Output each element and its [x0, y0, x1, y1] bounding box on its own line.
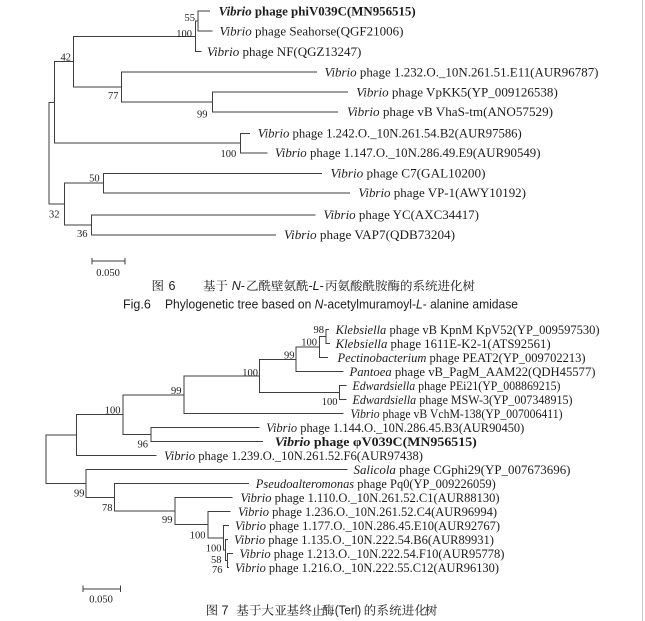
svg-text:Vibrio phage 1.213.O._10N.222.: Vibrio phage 1.213.O._10N.222.54.F10(AUR…: [240, 547, 505, 561]
svg-text:0.050: 0.050: [89, 595, 113, 606]
svg-text:Pseudoalteromonas phage Pq0(YP: Pseudoalteromonas phage Pq0(YP_009226059…: [255, 477, 496, 491]
svg-text:Salicola phage CGphi29(YP_0076: Salicola phage CGphi29(YP_007673696): [354, 463, 571, 477]
svg-text:Vibrio phage 1.232.O._10N.261.: Vibrio phage 1.232.O._10N.261.51.E11(AUR…: [325, 66, 599, 80]
svg-text:0.050: 0.050: [96, 268, 120, 279]
svg-text:Vibrio phage 1.216.O._10N.222.: Vibrio phage 1.216.O._10N.222.55.C12(AUR…: [235, 561, 499, 575]
svg-text:99: 99: [162, 515, 173, 526]
svg-text:100: 100: [242, 368, 258, 379]
svg-text:32: 32: [49, 210, 60, 221]
svg-text:Vibrio phage C7(GAL10200): Vibrio phage C7(GAL10200): [331, 167, 486, 181]
svg-text:(Terl): (Terl): [335, 603, 362, 617]
svg-text:96: 96: [138, 440, 149, 451]
svg-text:Vibrio phage YC(AXC34417): Vibrio phage YC(AXC34417): [324, 208, 480, 222]
svg-text:Vibrio phage VAP7(QDB73204): Vibrio phage VAP7(QDB73204): [284, 228, 455, 242]
svg-text:99: 99: [74, 489, 85, 500]
svg-text:Vibrio phage φV039C(MN956515): Vibrio phage φV039C(MN956515): [275, 435, 477, 449]
svg-text:Klebsiella phage 1611E-K2-1(AT: Klebsiella phage 1611E-K2-1(ATS92561): [335, 337, 551, 351]
svg-text:Edwardsiella phage MSW-3(YP_00: Edwardsiella phage MSW-3(YP_007348915): [352, 393, 573, 407]
svg-text:Vibrio phage 1.110.O._10N.261.: Vibrio phage 1.110.O._10N.261.52.C1(AUR8…: [241, 491, 500, 505]
svg-text:100: 100: [190, 531, 206, 542]
svg-text:Vibrio phage 1.177.O._10N.286.: Vibrio phage 1.177.O._10N.286.45.E10(AUR…: [235, 519, 500, 533]
svg-text:100: 100: [322, 397, 338, 408]
svg-text:36: 36: [77, 229, 88, 240]
svg-text:Vibrio phage vB VchM-138(YP_00: Vibrio phage vB VchM-138(YP_007006411): [351, 407, 563, 421]
svg-text:Vibrio phage vB VhaS-tm(ANO575: Vibrio phage vB VhaS-tm(ANO57529): [347, 105, 553, 119]
svg-text:58: 58: [211, 555, 222, 566]
svg-text:6: 6: [169, 279, 176, 293]
svg-text:55: 55: [185, 13, 196, 24]
svg-text:77: 77: [108, 91, 119, 102]
svg-text:-L-: -L-: [309, 279, 324, 293]
svg-text:Vibrio phage 1.147.O._10N.286.: Vibrio phage 1.147.O._10N.286.49.E9(AUR9…: [275, 146, 541, 160]
svg-text:Vibrio phage VpKK5(YP_00912653: Vibrio phage VpKK5(YP_009126538): [356, 85, 558, 99]
svg-text:99: 99: [197, 109, 208, 120]
svg-text:Vibrio phage Seahorse(QGF21006: Vibrio phage Seahorse(QGF21006): [220, 24, 404, 38]
svg-text:100: 100: [221, 149, 237, 160]
svg-text:100: 100: [105, 406, 121, 417]
svg-text:Edwardsiella phage PEi21(YP_00: Edwardsiella phage PEi21(YP_008869215): [352, 379, 561, 393]
svg-text:76: 76: [212, 565, 223, 576]
svg-text:Pectinobacterium phage PEAT2(Y: Pectinobacterium phage PEAT2(YP_00970221…: [336, 351, 585, 365]
svg-text:99: 99: [171, 386, 182, 397]
svg-text:100: 100: [301, 338, 317, 349]
svg-text:Vibrio phage NF(QGZ13247): Vibrio phage NF(QGZ13247): [207, 45, 361, 59]
svg-text:7: 7: [222, 603, 229, 617]
svg-text:N-: N-: [232, 279, 245, 293]
svg-text:50: 50: [89, 174, 100, 185]
svg-text:Vibrio phage 1.236.O._10N.261.: Vibrio phage 1.236.O._10N.261.52.C4(AUR9…: [238, 505, 497, 519]
svg-text:Vibrio phage phiV039C(MN956515: Vibrio phage phiV039C(MN956515): [219, 5, 416, 19]
svg-text:Vibrio phage 1.242.O._10N.261.: Vibrio phage 1.242.O._10N.261.54.B2(AUR9…: [258, 127, 522, 141]
svg-text:Klebsiella phage vB KpnM KpV52: Klebsiella phage vB KpnM KpV52(YP_009597…: [335, 323, 600, 337]
svg-text:98: 98: [314, 325, 325, 336]
svg-text:Phylogenetic tree based on N-a: Phylogenetic tree based on N-acetylmuram…: [165, 297, 518, 311]
svg-text:100: 100: [176, 29, 192, 40]
svg-text:99: 99: [284, 351, 295, 362]
svg-text:Vibrio phage VP-1(AWY10192): Vibrio phage VP-1(AWY10192): [358, 186, 526, 200]
svg-text:Vibrio phage 1.135.O._10N.222.: Vibrio phage 1.135.O._10N.222.54.B6(AUR8…: [234, 533, 494, 547]
svg-text:100: 100: [206, 543, 222, 554]
svg-text:Vibrio phage 1.144.O._10N.286.: Vibrio phage 1.144.O._10N.286.45.B3(AUR9…: [266, 421, 524, 435]
svg-text:42: 42: [61, 53, 72, 64]
svg-text:Fig.6: Fig.6: [123, 297, 151, 311]
svg-text:78: 78: [102, 503, 113, 514]
svg-text:Pantoea phage vB_PagM_AAM22(QD: Pantoea phage vB_PagM_AAM22(QDH45577): [348, 365, 595, 379]
svg-text:Vibrio phage 1.239.O._10N.261.: Vibrio phage 1.239.O._10N.261.52.F6(AUR9…: [164, 449, 423, 463]
